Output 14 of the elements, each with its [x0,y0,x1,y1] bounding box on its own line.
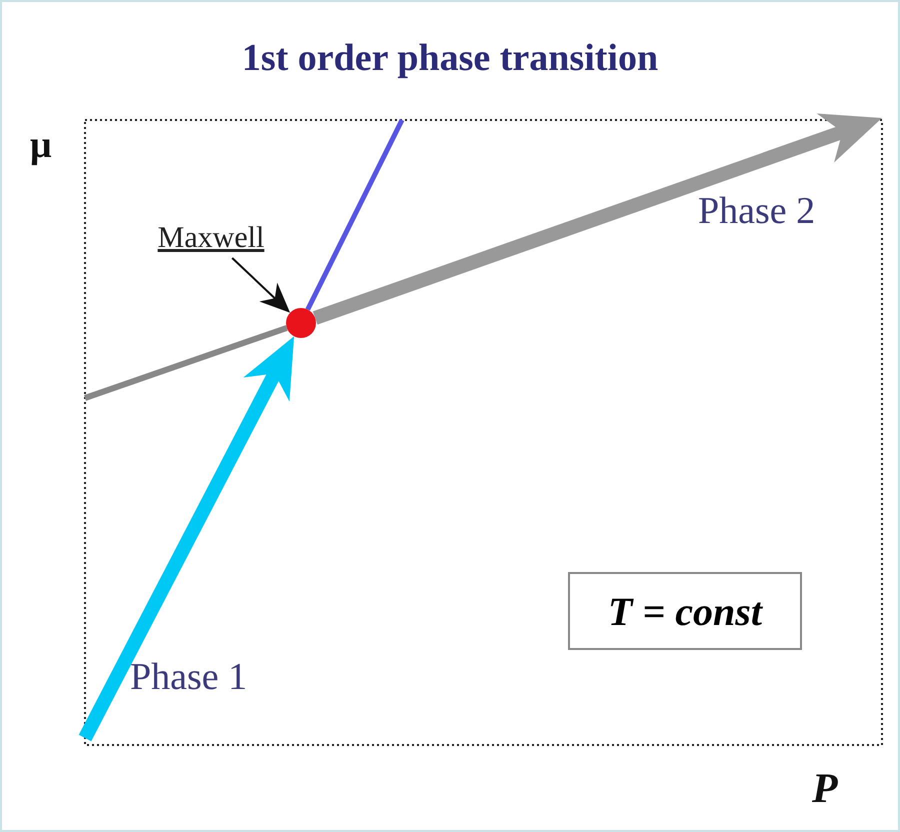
phase-line [305,118,404,311]
transition-point [286,308,316,338]
phase-label: Phase 1 [130,658,248,696]
title: 1st order phase transition [242,37,658,79]
note-box [568,572,802,650]
axis-label: P [812,768,838,810]
callout-label: Maxwell [158,221,264,255]
axis-label: μ [30,126,52,164]
arrow [78,336,294,742]
phase-label: Phase 2 [698,192,816,230]
arrow [312,113,882,325]
condition-text: T = const [608,588,762,634]
phase-line [84,325,288,401]
leader-line [231,257,290,313]
